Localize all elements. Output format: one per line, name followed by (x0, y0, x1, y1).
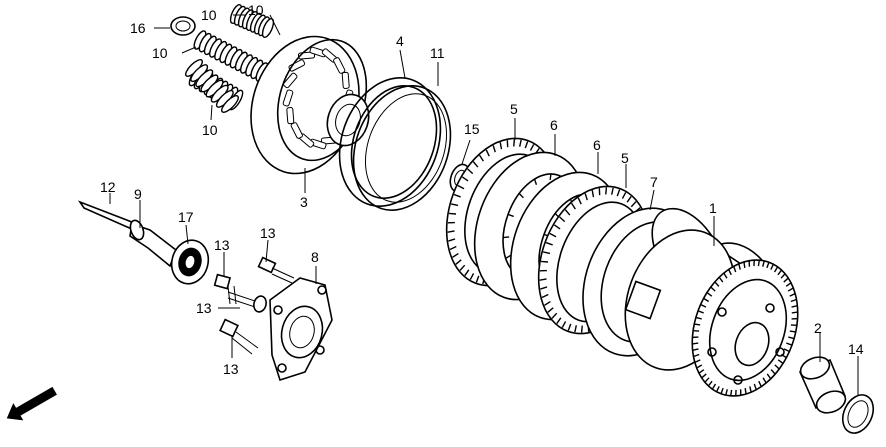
fwd-label: FWD (19, 395, 44, 416)
callout-13: 13 (223, 361, 239, 377)
callout-8: 8 (311, 249, 319, 265)
callout-1: 1 (709, 200, 717, 216)
part-16-circlip (170, 16, 196, 36)
callout-5: 5 (621, 150, 629, 166)
callout-5: 5 (510, 101, 518, 117)
part-8-lifter-plate (269, 277, 333, 382)
part-13-bolt-middle (227, 291, 267, 313)
part-11-ring (352, 85, 452, 211)
fwd-arrow: FWD (6, 386, 57, 421)
callout-15: 15 (464, 121, 480, 137)
callout-11: 11 (430, 45, 445, 61)
callout-13: 13 (260, 225, 276, 241)
callout-14: 14 (848, 341, 864, 357)
callout-3: 3 (300, 194, 308, 210)
part-17-bearing (170, 239, 210, 285)
part-14-washer (841, 394, 875, 434)
callout-7: 7 (650, 174, 658, 190)
part-10-spring-bottom (185, 59, 239, 113)
part-1-clutch-outer (624, 207, 799, 397)
part-2-bushing (798, 356, 847, 414)
part-13-bolt-bottom (219, 318, 259, 355)
callout-10: 10 (248, 2, 264, 18)
part-4-ring (338, 77, 442, 207)
callout-10: 10 (152, 45, 168, 61)
leader-lines (109, 14, 859, 395)
callout-labels: 16 10 10 10 10 4 11 15 5 6 6 5 7 1 3 12 … (100, 2, 864, 377)
callout-17: 17 (178, 209, 194, 225)
callout-13: 13 (196, 300, 212, 316)
callout-10: 10 (202, 122, 218, 138)
callout-6: 6 (593, 137, 601, 153)
callout-16: 16 (130, 20, 146, 36)
part-12-pushrod (77, 200, 139, 232)
part-10-spring-mid (193, 30, 269, 82)
part-9-lifter-piece (129, 219, 177, 268)
callout-2: 2 (814, 320, 822, 336)
part-13-bolt-top-right (257, 256, 295, 284)
callout-4: 4 (396, 33, 404, 49)
callout-9: 9 (134, 186, 142, 202)
callout-12: 12 (100, 179, 116, 195)
part-3-pressure-plate (250, 35, 370, 175)
part-10-spring-top (229, 3, 275, 39)
callout-13: 13 (214, 237, 230, 253)
callout-6: 6 (550, 117, 558, 133)
callout-10: 10 (201, 7, 217, 23)
